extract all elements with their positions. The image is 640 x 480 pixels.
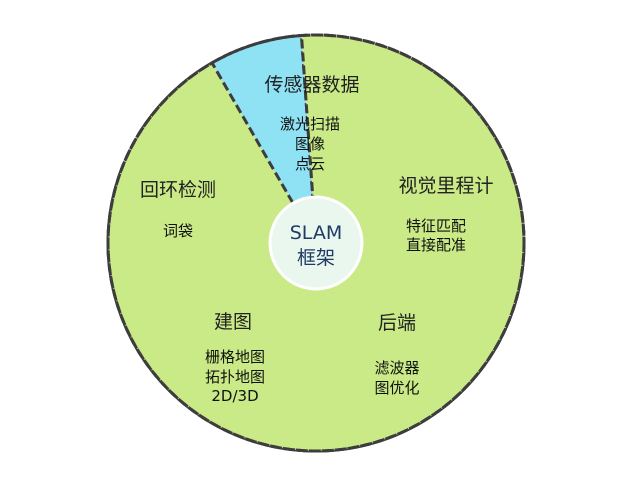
- sensor-item-image: 图像: [295, 135, 325, 153]
- backend-item-graph-optimization: 图优化: [374, 379, 419, 397]
- mapping-item-grid-map: 栅格地图: [205, 348, 265, 366]
- center-label-line1: SLAM: [290, 222, 342, 244]
- sensor-data-title: 传感器数据: [264, 74, 359, 96]
- vo-item-direct-registration: 直接配准: [406, 236, 466, 254]
- sensor-item-laser-scan: 激光扫描: [280, 115, 340, 133]
- backend-title: 后端: [378, 312, 416, 334]
- loop-item-bag-of-words: 词袋: [163, 222, 193, 240]
- visual-odometry-title: 视觉里程计: [398, 175, 493, 197]
- center-hub: [268, 195, 364, 291]
- mapping-item-topological-map: 拓扑地图: [205, 368, 265, 386]
- loop-closure-title: 回环检测: [140, 179, 216, 201]
- mapping-item-2d-3d: 2D/3D: [211, 387, 258, 405]
- mapping-title: 建图: [214, 311, 252, 333]
- center-label-line2: 框架: [297, 247, 335, 269]
- vo-item-feature-matching: 特征匹配: [406, 217, 466, 235]
- sensor-item-point-cloud: 点云: [295, 155, 325, 173]
- wheel-rim: [106, 33, 526, 453]
- backend-item-filter: 滤波器: [374, 359, 419, 377]
